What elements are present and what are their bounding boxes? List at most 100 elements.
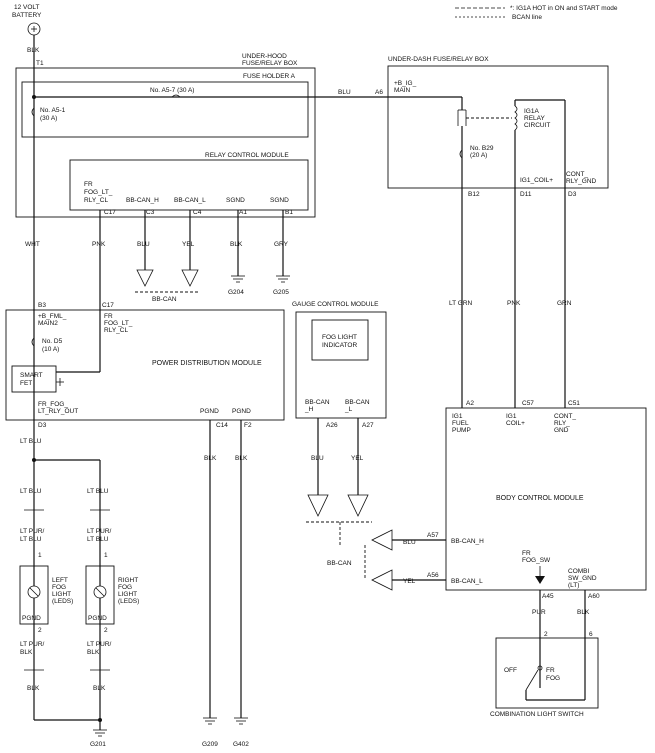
bcm-combi2: SW_GND <box>568 575 597 582</box>
bcm-p3-3: GND <box>554 427 569 434</box>
gcm-l1: BB-CAN <box>345 399 370 406</box>
relay-coil-icon <box>514 105 518 131</box>
body-control-module: A2 C57 C51 IG1 FUEL PUMP IG1 COIL+ CONT_… <box>427 400 647 600</box>
pdm-fr1: FR <box>104 313 113 320</box>
terminal-d11: D11 <box>520 191 532 198</box>
bcm-title: BODY CONTROL MODULE <box>496 495 584 502</box>
cls-pin6: 6 <box>589 631 593 638</box>
bcm-wire-blu: BLU <box>403 539 416 546</box>
underdash-fuse-box: UNDER-DASH FUSE/RELAY BOX +B_IG_ MAIN IG… <box>387 56 609 198</box>
left-fog-light: LEFT FOG LIGHT (LEDS) PGND <box>19 565 73 625</box>
bbcan-arrow-l <box>181 269 199 287</box>
pdm-fr2: FOG_LT_ <box>104 320 133 327</box>
bcm-combi1: COMBI <box>568 568 590 575</box>
rcm-t4: A1 <box>239 209 247 216</box>
bcm-p1-3: PUMP <box>452 427 471 434</box>
rcm-t1: C17 <box>104 209 116 216</box>
rcm-pin5: SGND <box>270 197 289 204</box>
power-distribution-module: B3 +B_FML_ MAIN2 C17 FR FOG_LT_ RLY_CL N… <box>5 302 285 429</box>
pdm-fr3: RLY_CL <box>104 327 128 334</box>
gcm-h2: _H <box>304 406 314 413</box>
ground-g402: G402 <box>233 741 249 748</box>
bcm-a60: A60 <box>588 593 600 600</box>
wire-pnk-2: PNK <box>507 300 521 307</box>
wire-wht: WHT <box>25 241 40 248</box>
bcm-p1-2: FUEL <box>452 420 469 427</box>
cls-fr: FR <box>546 667 555 674</box>
gcm-a26: A26 <box>326 422 338 429</box>
underdash-title: UNDER-DASH FUSE/RELAY BOX <box>388 56 489 63</box>
right-ltpurblk1: LT PUR/ <box>87 641 112 648</box>
bcm-p2-2: COIL+ <box>506 420 525 427</box>
underhood-title: UNDER-HOOD <box>242 53 287 60</box>
relay-label-1: IG1A <box>524 108 539 115</box>
legend-ig1a: *: IG1A HOT in ON and START mode <box>510 5 618 12</box>
wire-pnk: PNK <box>92 241 106 248</box>
underdash-cont2: RLY_GND <box>566 178 597 185</box>
pdm-f2: F2 <box>244 422 252 429</box>
left-ltpurblk2: BLK <box>20 649 33 656</box>
wire-gry: GRY <box>274 241 289 248</box>
rcm-pin3: BB-CAN_L <box>174 197 206 204</box>
terminal-a6: A6 <box>375 89 383 96</box>
fuse-b29-icon <box>459 149 463 159</box>
gcm-title: GAUGE CONTROL MODULE <box>292 301 379 308</box>
bcm-c51: C51 <box>568 400 580 407</box>
wire-blu-2: BLU <box>137 241 150 248</box>
bbcan-label: BB-CAN <box>152 296 177 303</box>
left-pgnd: PGND <box>22 615 41 622</box>
bbcan-arrow-h <box>136 269 154 287</box>
right-label-2: FOG <box>118 584 132 591</box>
left-ltpurblk1: LT PUR/ <box>20 641 45 648</box>
bcm-c57: C57 <box>522 400 534 407</box>
fuse-b29-rating: (20 A) <box>470 152 487 159</box>
switch-contact-icon <box>537 665 543 671</box>
wire-blk-bcm: BLK <box>577 609 590 616</box>
fuse-a5-7-icon <box>171 94 181 98</box>
fet-label-2: FET <box>20 380 32 387</box>
gcm-a27: A27 <box>362 422 374 429</box>
bcm-combi3: (LT) <box>568 582 579 589</box>
rcm-t2: C3 <box>146 209 155 216</box>
wire-pur: PUR <box>532 609 546 616</box>
ground-g204: G204 <box>228 289 244 296</box>
wire-grn: GRN <box>557 300 572 307</box>
rcm-t3: C4 <box>193 209 202 216</box>
fuse-d5-icon <box>31 337 35 347</box>
pdm-out2: LT_RLY_OUT <box>38 408 78 415</box>
fuse-a5-1-icon <box>31 107 35 117</box>
bcm-a56: A56 <box>427 572 439 579</box>
fog-indicator-box <box>311 319 369 361</box>
wire-ltgrn: LT GRN <box>449 300 473 307</box>
right-label-4: (LEDS) <box>118 598 139 605</box>
wire-blu-label: BLU <box>338 89 351 96</box>
gcm-h1: BB-CAN <box>305 399 330 406</box>
terminal-b12: B12 <box>468 191 480 198</box>
bcm-a45: A45 <box>542 593 554 600</box>
underhood-fuse-box: UNDER-HOOD FUSE/RELAY BOX FUSE HOLDER A … <box>15 53 316 218</box>
right-pin2: 2 <box>104 627 108 634</box>
wire-ltblu-left: LT BLU <box>20 488 42 495</box>
fet-label-1: SMART <box>20 372 43 379</box>
bbcan-arrow-gcm-h <box>307 494 329 517</box>
bcm-p2-1: IG1 <box>506 413 517 420</box>
cls-fog: FOG <box>546 675 560 682</box>
pdm-d3: D3 <box>38 422 47 429</box>
left-pin2: 2 <box>38 627 42 634</box>
bcm-wire-yel: YEL <box>403 578 416 585</box>
underhood-title-2: FUSE/RELAY BOX <box>242 60 298 67</box>
ground-icon <box>93 729 107 737</box>
right-label-3: LIGHT <box>118 591 137 598</box>
terminal-d3: D3 <box>568 191 577 198</box>
right-ltpurblk2: BLK <box>87 649 100 656</box>
wire-yel: YEL <box>182 241 195 248</box>
right-fog-light: RIGHT FOG LIGHT (LEDS) PGND <box>85 565 139 625</box>
gauge-control-module: GAUGE CONTROL MODULE FOG LIGHT INDICATOR… <box>292 301 387 429</box>
left-label-3: LIGHT <box>52 591 71 598</box>
pdm-b3: B3 <box>38 302 46 309</box>
gcm-wire-yel: YEL <box>351 455 364 462</box>
fuse-d5-label: No. D5 <box>42 338 63 345</box>
battery-terminal: T1 <box>36 60 44 67</box>
pdm-pgnd2: PGND <box>232 408 251 415</box>
left-label-4: (LEDS) <box>52 598 73 605</box>
